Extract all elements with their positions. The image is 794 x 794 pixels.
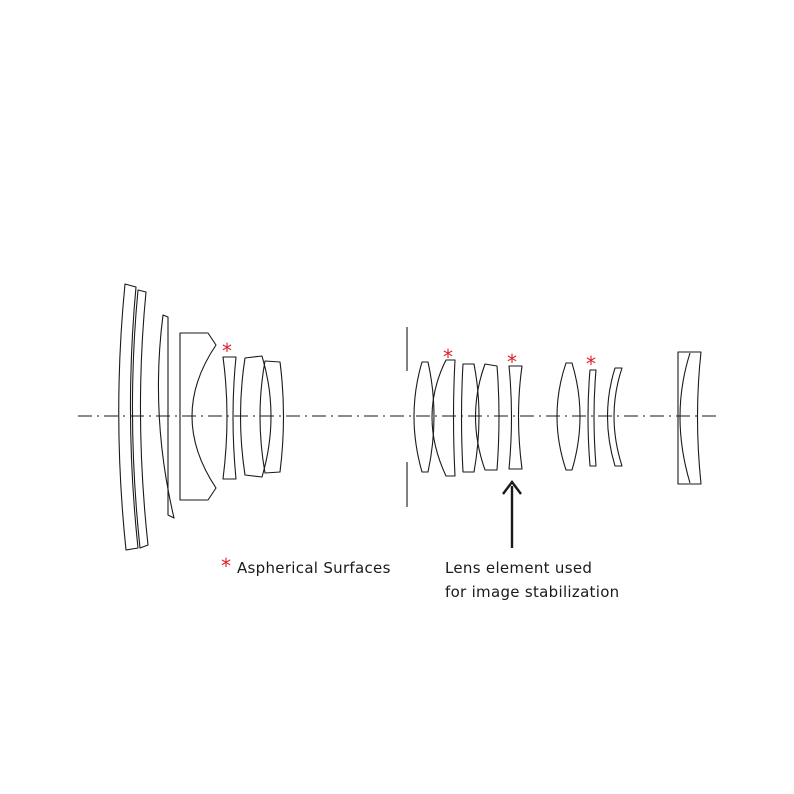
lens-element-15: [608, 368, 623, 466]
lens-element-12-stabilizer: [509, 366, 522, 469]
lens-element-7: [260, 361, 284, 473]
aspherical-marker: *: [222, 339, 232, 363]
lens-element-9: [432, 360, 455, 476]
lens-element-6: [241, 356, 272, 477]
callout-line-1: Lens element used: [445, 559, 592, 577]
legend-asterisk: *: [221, 554, 231, 578]
lens-element-14: [588, 370, 596, 466]
lens-element-10: [462, 364, 480, 472]
lens-element-5: [223, 357, 236, 479]
lens-element-3: [158, 315, 174, 518]
aspherical-marker: *: [507, 350, 517, 374]
lens-element-16-cemented-surface: [680, 353, 690, 483]
legend-aspherical-surfaces: Aspherical Surfaces: [237, 559, 391, 577]
aspherical-marker: *: [586, 352, 596, 376]
lens-element-16: [678, 352, 701, 484]
callout-line-2: for image stabilization: [445, 583, 620, 601]
aspherical-marker: *: [443, 345, 453, 369]
lens-element-13: [557, 363, 580, 470]
lens-element-8: [414, 362, 434, 472]
lens-element-4: [180, 333, 216, 500]
